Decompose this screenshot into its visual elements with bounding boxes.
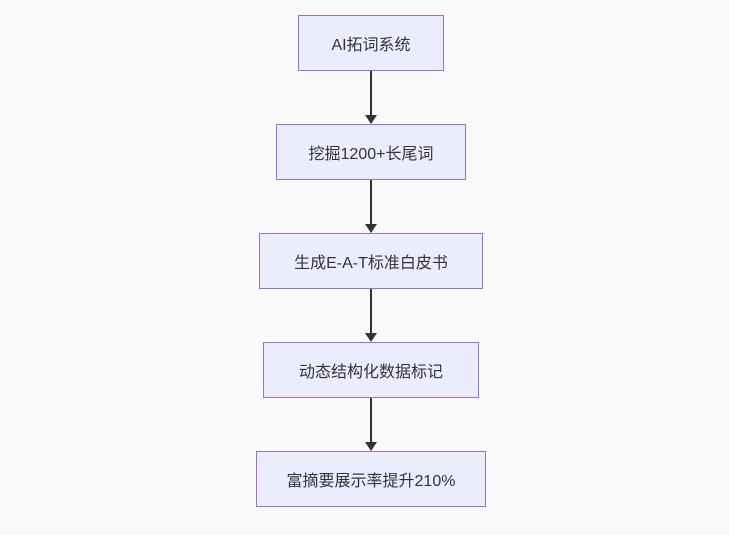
arrow-line	[370, 398, 372, 442]
arrow-down-icon	[365, 71, 377, 124]
flow-node-label: 富摘要展示率提升210%	[286, 473, 456, 490]
flow-node-eat-whitepaper: 生成E-A-T标准白皮书	[259, 233, 483, 289]
flow-node-label: 挖掘1200+长尾词	[308, 146, 434, 163]
flow-node-structured-data-markup: 动态结构化数据标记	[263, 342, 479, 398]
arrow-down-icon	[365, 180, 377, 233]
arrow-head-icon	[365, 333, 377, 342]
arrow-down-icon	[365, 398, 377, 451]
arrow-down-icon	[365, 289, 377, 342]
arrow-line	[370, 71, 372, 115]
flow-node-longtail-mining: 挖掘1200+长尾词	[276, 124, 466, 180]
arrow-line	[370, 180, 372, 224]
arrow-head-icon	[365, 224, 377, 233]
flow-node-rich-snippet-rate: 富摘要展示率提升210%	[256, 451, 486, 507]
flow-node-ai-keyword-system: AI拓词系统	[298, 15, 444, 71]
flow-node-label: 动态结构化数据标记	[298, 364, 443, 381]
flowchart: AI拓词系统 挖掘1200+长尾词 生成E-A-T标准白皮书 动态结构化数据标记	[256, 15, 486, 507]
arrow-line	[370, 289, 372, 333]
arrow-head-icon	[365, 115, 377, 124]
arrow-head-icon	[365, 442, 377, 451]
flow-node-label: AI拓词系统	[331, 37, 411, 54]
flow-node-label: 生成E-A-T标准白皮书	[294, 255, 448, 272]
